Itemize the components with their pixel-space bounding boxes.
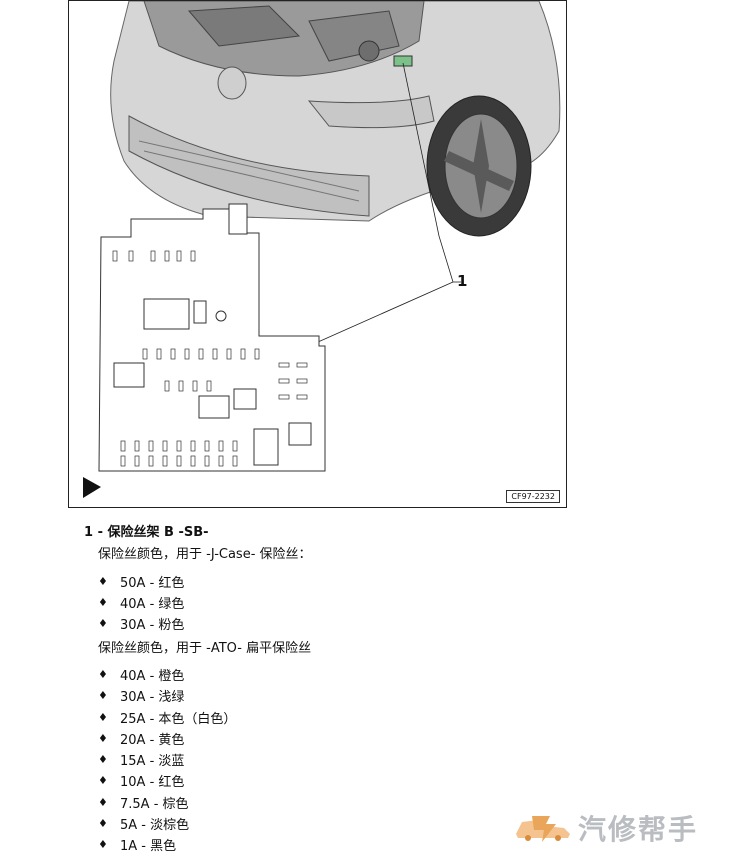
list-item: ♦40A - 绿色 bbox=[98, 596, 185, 612]
bullet-icon: ♦ bbox=[98, 668, 108, 681]
bullet-icon: ♦ bbox=[98, 817, 108, 830]
list-item: ♦25A - 本色（白色） bbox=[98, 711, 237, 727]
ato-intro: 保险丝颜色，用于 -ATO- 扁平保险丝 bbox=[98, 641, 312, 656]
bullet-icon: ♦ bbox=[98, 596, 108, 609]
list-item: ♦10A - 红色 bbox=[98, 774, 185, 790]
bullet-icon: ♦ bbox=[98, 796, 108, 809]
bullet-icon: ♦ bbox=[98, 617, 108, 630]
list-item: ♦20A - 黄色 bbox=[98, 732, 185, 748]
car-illustration bbox=[83, 1, 561, 498]
watermark-text: 汽修帮手 bbox=[578, 813, 699, 846]
watermark: 汽修帮手 bbox=[512, 808, 698, 848]
bullet-icon: ♦ bbox=[98, 838, 108, 851]
list-item: ♦30A - 浅绿 bbox=[98, 689, 185, 705]
bullet-icon: ♦ bbox=[98, 711, 108, 724]
car-logo-icon bbox=[516, 816, 570, 842]
list-item: ♦30A - 粉色 bbox=[98, 617, 185, 633]
bullet-icon: ♦ bbox=[98, 753, 108, 766]
fuse-holder-figure: 1 CF97-2232 bbox=[68, 0, 567, 508]
jcase-intro: 保险丝颜色，用于 -J-Case- 保险丝： bbox=[98, 547, 312, 562]
bullet-icon: ♦ bbox=[98, 774, 108, 787]
bullet-icon: ♦ bbox=[98, 732, 108, 745]
list-item: ♦7.5A - 棕色 bbox=[98, 796, 189, 812]
bullet-icon: ♦ bbox=[98, 575, 108, 588]
list-item: ♦50A - 红色 bbox=[98, 575, 185, 591]
figure-code: CF97-2232 bbox=[506, 490, 560, 503]
list-item: ♦1A - 黑色 bbox=[98, 838, 177, 854]
list-item: ♦5A - 淡棕色 bbox=[98, 817, 190, 833]
callout-number: 1 bbox=[457, 272, 468, 290]
section-heading: 1 - 保险丝架 B -SB- bbox=[84, 525, 209, 540]
list-item: ♦15A - 淡蓝 bbox=[98, 753, 185, 769]
bullet-icon: ♦ bbox=[98, 689, 108, 702]
list-item: ♦40A - 橙色 bbox=[98, 668, 185, 684]
